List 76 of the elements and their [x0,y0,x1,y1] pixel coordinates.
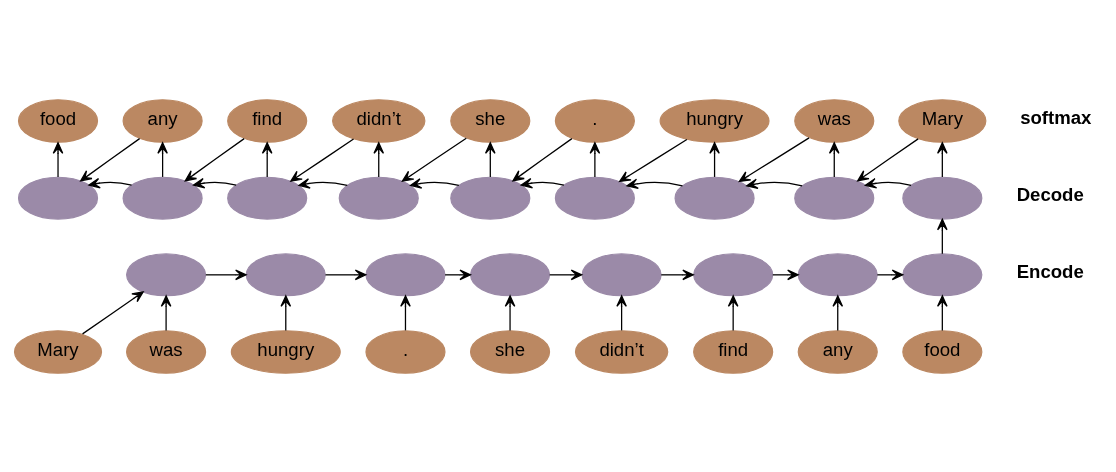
arrow [401,137,467,182]
node-ellipse [365,252,446,296]
node-ellipse: any [797,329,878,374]
arrow [619,138,688,182]
node-ellipse [338,176,419,220]
node-ellipse [227,176,308,220]
node-ellipse: food [902,329,983,374]
arrow [280,294,292,331]
arrow [937,218,948,254]
arrow [709,141,720,178]
arrow [857,137,919,181]
arrow [184,137,245,181]
node-ellipse [554,176,635,220]
node-ellipse: . [554,98,635,143]
arrow [298,177,348,189]
arrow [324,269,367,280]
node-ellipse: find [227,98,308,143]
node-ellipse [126,252,207,296]
arrow [205,269,247,280]
arrow [373,141,385,178]
arrow [484,141,496,178]
arrow [549,269,583,280]
arrow [937,141,948,178]
arrow [746,178,803,189]
node-ellipse [581,252,662,296]
node-ellipse: . [365,329,446,374]
node-ellipse [469,252,551,296]
arrow [520,177,565,188]
arrow [80,137,141,181]
node-ellipse: find [693,329,774,374]
arrow [52,141,64,178]
node-ellipse [693,252,774,296]
arrow [160,294,172,331]
arrow [727,294,739,331]
arrow [616,294,627,331]
arrow [261,141,273,178]
arrow [81,290,144,334]
node-ellipse [450,176,531,220]
label: Encode [1016,260,1084,282]
node-ellipse [902,176,983,220]
label: Decode [1016,183,1084,205]
node-ellipse: didn’t [332,98,426,143]
label: softmax [1020,106,1092,128]
node-ellipse: didn’t [574,329,669,374]
arrow [828,141,840,178]
arrow [193,177,237,188]
node-ellipse [797,252,878,296]
arrow [937,294,948,331]
arrow [290,137,355,182]
node-ellipse [794,176,875,220]
node-ellipse: was [126,329,207,374]
arrow [660,269,694,280]
arrow [88,177,133,188]
node-ellipse: food [17,98,99,143]
node-ellipse [245,252,326,296]
arrow [157,141,168,178]
arrow [589,141,601,178]
node-ellipse: hungry [230,329,341,374]
arrow [626,178,684,189]
node-ellipse [674,176,755,220]
node-ellipse: hungry [659,98,770,143]
arrow [409,177,460,189]
node-ellipse: she [450,98,531,143]
node-ellipse [902,252,983,296]
node-ellipse [122,176,203,220]
arrow [512,137,573,181]
node-ellipse: she [469,329,551,374]
arrow [400,294,411,331]
node-ellipse: any [122,98,203,143]
arrow [504,294,516,331]
arrow [832,294,844,331]
node-ellipse: Mary [13,329,103,374]
node-ellipse: was [794,98,875,143]
arrow [738,136,810,182]
arrow [864,177,912,189]
node-ellipse: Mary [898,98,987,143]
